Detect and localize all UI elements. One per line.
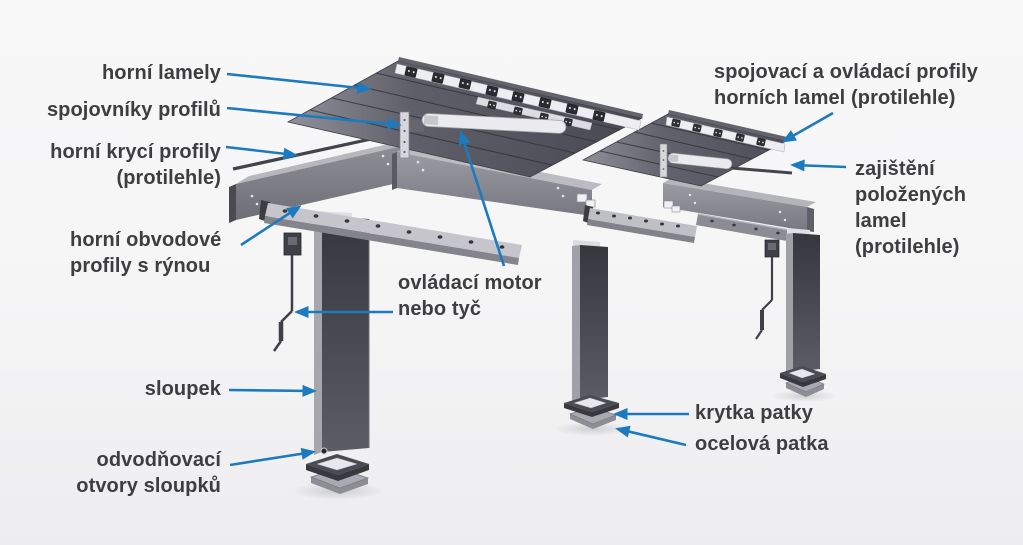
crank-rod-left <box>272 232 302 352</box>
column-right <box>786 228 820 374</box>
perimeter-beam-left <box>229 138 415 223</box>
column-left <box>314 211 370 455</box>
roof-panel-left <box>286 57 644 178</box>
profile-connector-bracket <box>399 111 410 159</box>
foot-left <box>306 454 370 494</box>
drain-hole <box>320 447 328 455</box>
drive-motor-left <box>421 113 567 134</box>
foot-right <box>780 366 826 397</box>
foot-middle <box>564 395 619 429</box>
drive-motor-right <box>667 152 733 170</box>
gutter-profile-middle <box>583 205 697 243</box>
crank-rod-right <box>755 239 780 340</box>
column-middle <box>572 240 608 402</box>
motor-mount <box>409 120 424 132</box>
